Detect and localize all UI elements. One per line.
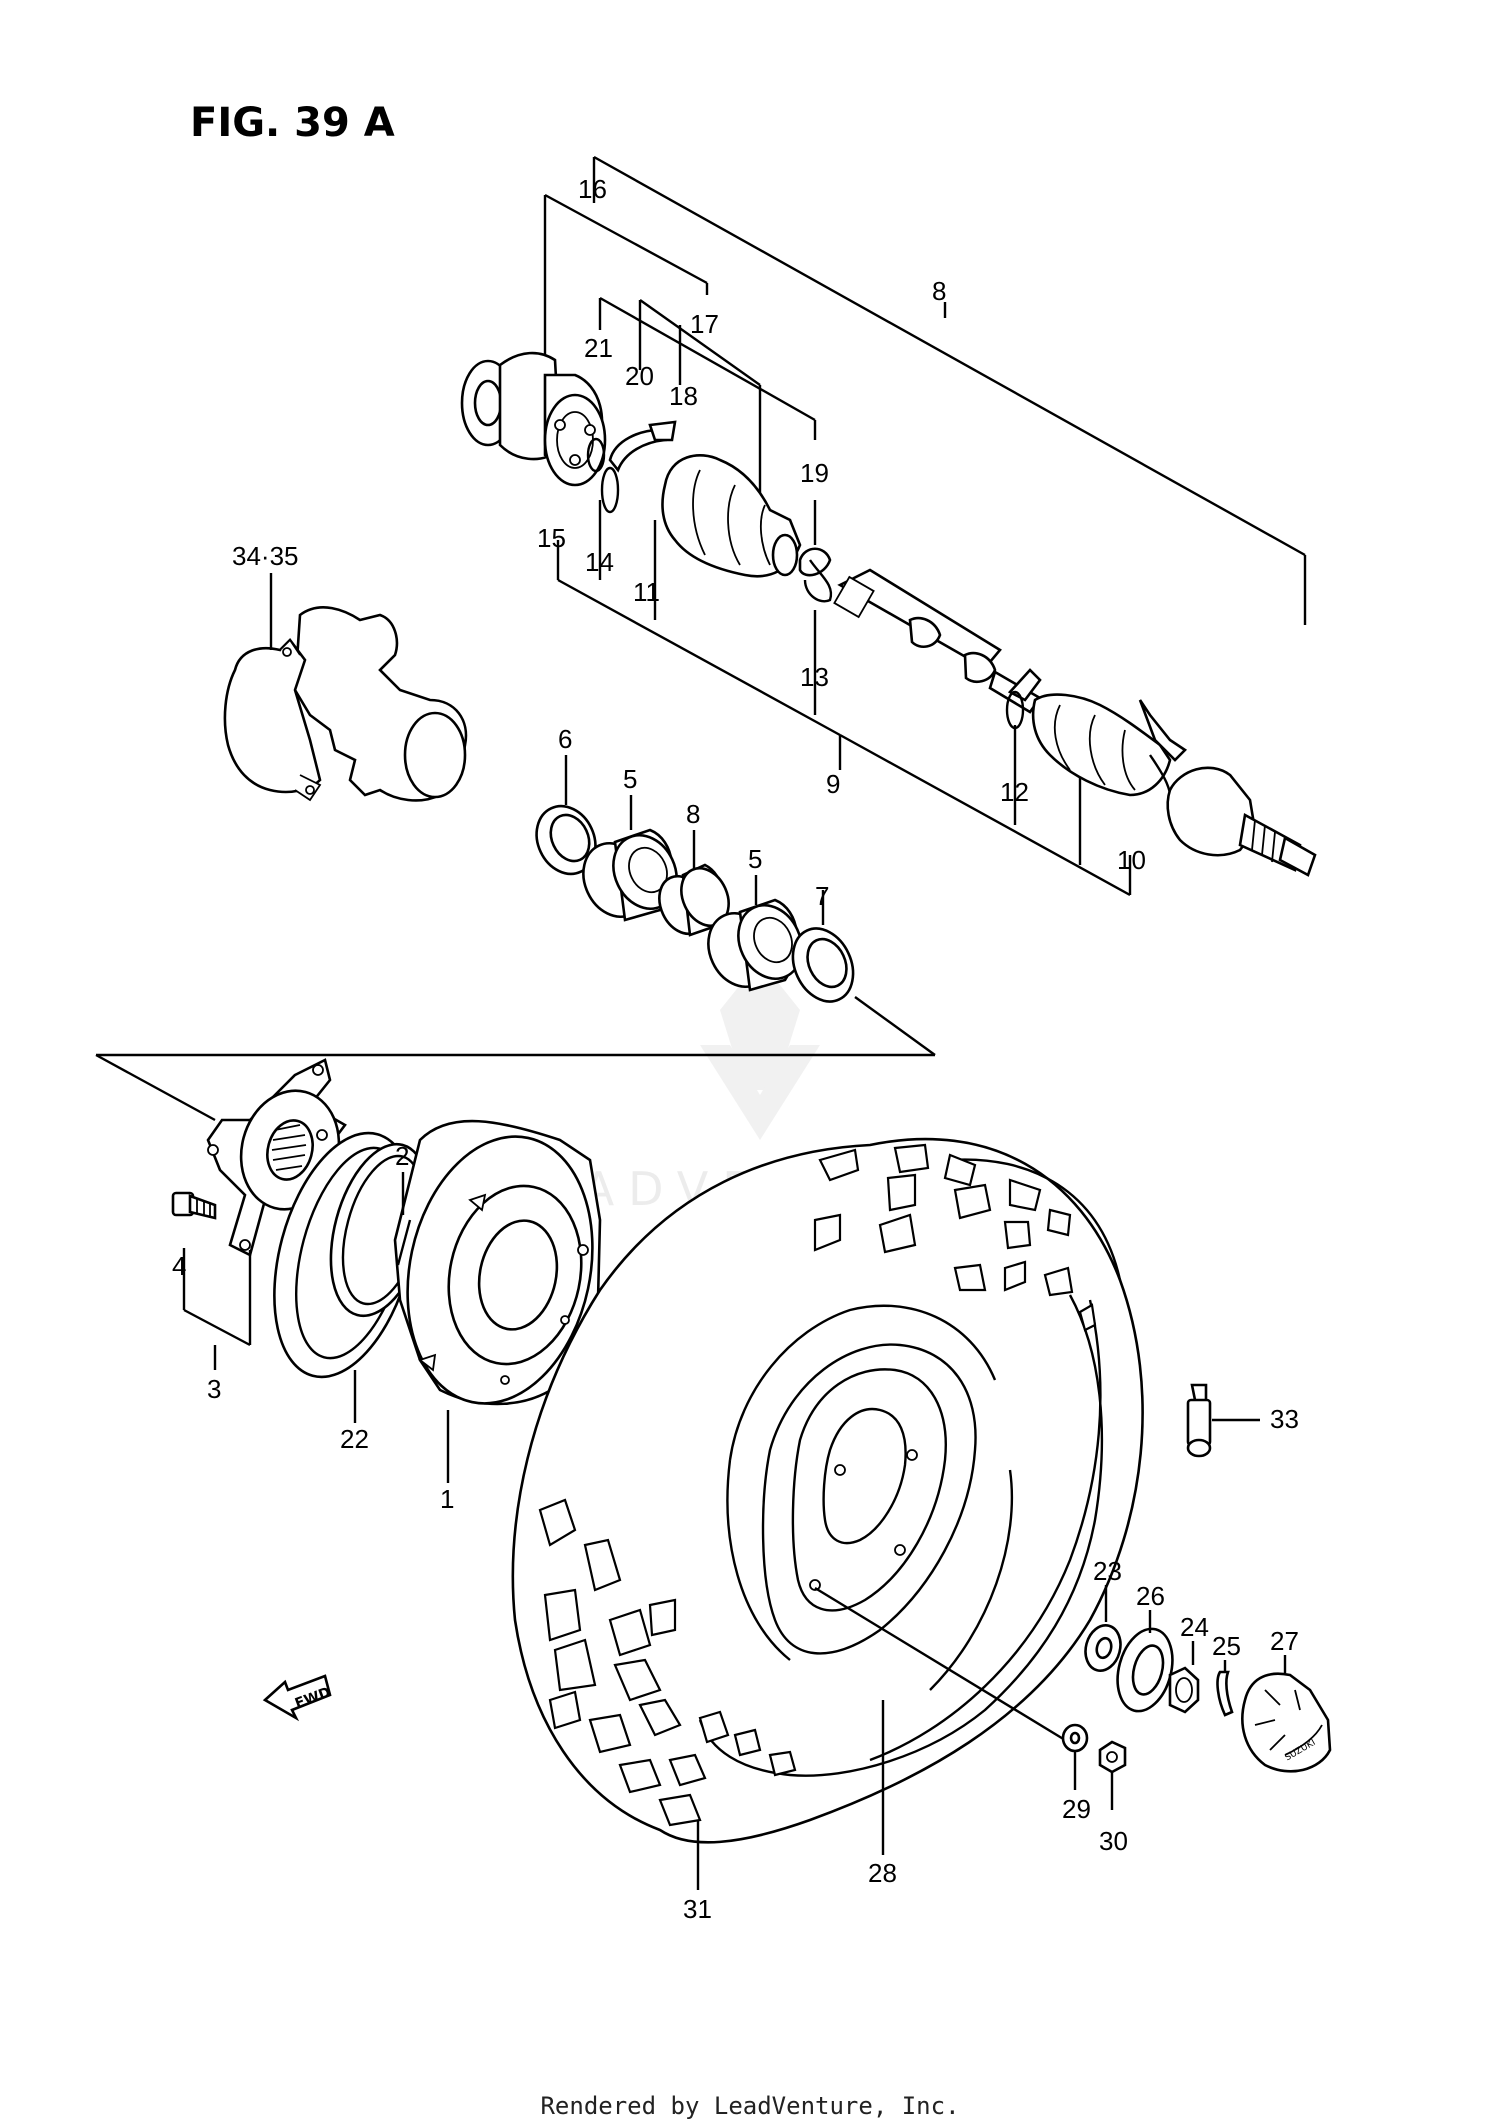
- footer-credit: Rendered by LeadVenture, Inc.: [540, 2092, 960, 2120]
- callout-34-35: 34·35: [232, 541, 299, 571]
- spacer-8: [658, 863, 730, 937]
- axle-shaft: [833, 568, 1042, 714]
- callout-19: 18: [669, 381, 698, 411]
- callout-25: 24: [1180, 1612, 1209, 1642]
- inner-boot-12: [661, 454, 802, 578]
- callout-26: 25: [1212, 1631, 1241, 1661]
- callout-18: 17: [690, 309, 719, 339]
- callout-31: 30: [1099, 1826, 1128, 1856]
- callout-29: 28: [868, 1858, 897, 1888]
- callout-7: 7: [815, 881, 829, 911]
- callout-20: 19: [800, 458, 829, 488]
- callout-14: 13: [800, 662, 829, 692]
- boot-band-13: [1005, 668, 1042, 730]
- washer-24: [1084, 1624, 1122, 1672]
- callout-27: 26: [1136, 1581, 1165, 1611]
- callout-5a: 5: [623, 764, 637, 794]
- washer-27: [1116, 1627, 1174, 1713]
- callout-13: 12: [1000, 777, 1029, 807]
- outer-boot-11: [1031, 693, 1188, 811]
- callout-33: 33: [1270, 1404, 1299, 1434]
- callout-5b: 5: [748, 844, 762, 874]
- hub-bracket-lines: [182, 1248, 252, 1370]
- fwd-arrow-icon: FWD: [262, 1674, 333, 1722]
- callout-9: 8: [932, 276, 946, 306]
- outer-joint-cup: [460, 351, 607, 487]
- bearing-5b: [707, 898, 803, 992]
- callout-24: 23: [1093, 1556, 1122, 1586]
- wheel-rim-29: [726, 1304, 997, 1661]
- knuckle-bracket: [223, 606, 468, 802]
- bearing-5a: [582, 828, 678, 922]
- callout-12: 11: [633, 577, 660, 607]
- callout-6: 6: [558, 724, 572, 754]
- callout-10: 9: [826, 769, 840, 799]
- boot-band-14: [798, 547, 833, 603]
- hub-bolt-4: [171, 1191, 217, 1220]
- tire-tread-blocks: [538, 1143, 1097, 1827]
- boot-band-21: [608, 420, 677, 473]
- callout-15: 14: [585, 547, 614, 577]
- washer-30: [1061, 1723, 1089, 1753]
- callout-28: 27: [1270, 1626, 1299, 1656]
- callout-1: 1: [440, 1484, 454, 1514]
- boot-band-15: [600, 466, 620, 514]
- callout-23: 22: [340, 1424, 369, 1454]
- shaft-bracket-lines: [543, 155, 1307, 897]
- oil-seal-6: [535, 804, 597, 876]
- nut-31: [1098, 1740, 1127, 1774]
- rim-leaders: [696, 1586, 1066, 1890]
- cotter-pin-26: [1216, 1670, 1234, 1717]
- drum-leaders: [353, 1172, 450, 1483]
- callout-17: 16: [578, 174, 607, 204]
- callout-4: 4: [172, 1251, 186, 1281]
- callout-22: 21: [584, 333, 613, 363]
- callout-16: 15: [537, 523, 566, 553]
- oil-seal-7: [791, 927, 855, 1003]
- callout-21: 20: [625, 361, 654, 391]
- callout-labels: 16 8 17 21 20 18 19 15 14 11 13 9 12 10 …: [172, 174, 1299, 1924]
- callout-2: 2: [395, 1141, 409, 1171]
- callout-11: 10: [1117, 845, 1146, 875]
- callout-32: 31: [683, 1894, 712, 1924]
- castle-nut-25: [1168, 1666, 1200, 1714]
- hub-cap-28: SUZUKI: [1241, 1672, 1332, 1773]
- callout-8: 8: [686, 799, 700, 829]
- callout-30: 29: [1062, 1794, 1091, 1824]
- callout-3: 3: [207, 1374, 221, 1404]
- assembly-guide: [95, 996, 936, 1122]
- tire-32: [511, 1137, 1144, 1844]
- brake-drum-1: [393, 1119, 602, 1406]
- outer-cv-joint: [1166, 766, 1317, 877]
- figure-title: FIG. 39 A: [190, 100, 395, 146]
- clip-ring-22: [586, 437, 606, 473]
- valve-33: [1186, 1383, 1212, 1458]
